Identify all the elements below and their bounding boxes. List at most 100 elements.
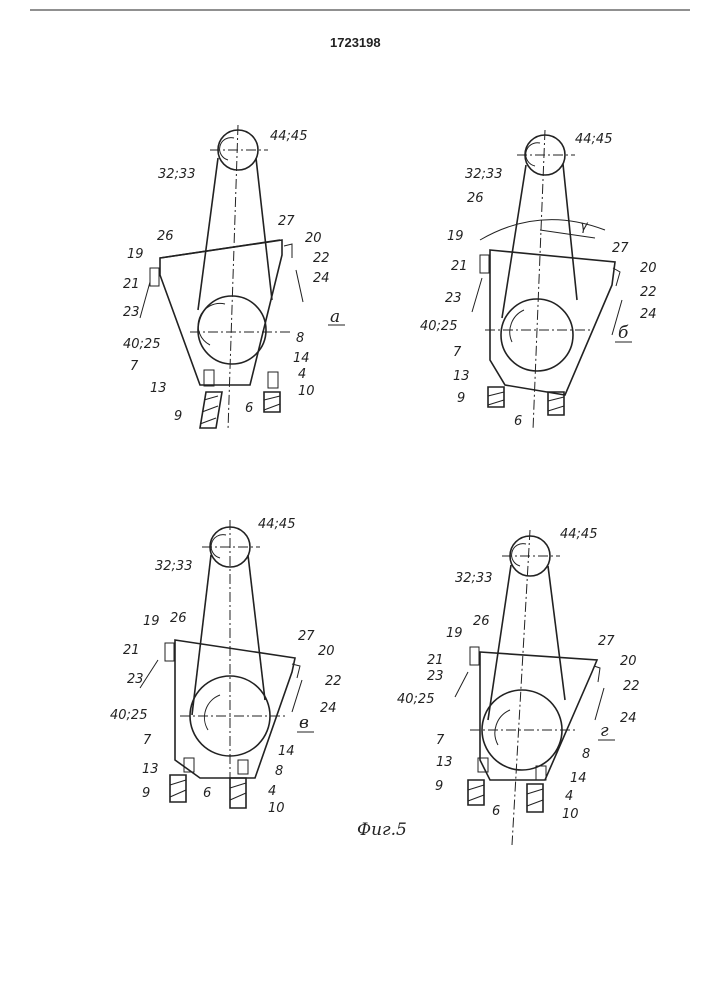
belt-right-b: [563, 164, 577, 300]
label-40-25-a: 40;25: [123, 337, 160, 352]
pin-14-v: [238, 760, 248, 774]
label-6-b: 6: [514, 414, 522, 429]
rotation-arrow-top-g: [512, 544, 526, 566]
label-19-g: 19: [446, 626, 463, 641]
label-40-25-v: 40;25: [110, 708, 147, 723]
label-6-g: 6: [492, 804, 500, 819]
axis-line-b: [533, 130, 545, 430]
label-9-g: 9: [435, 779, 443, 794]
hatch-9-b-2: [488, 400, 504, 405]
label-20-v: 20: [318, 644, 335, 659]
stop-20-a: [284, 244, 292, 258]
label-10-a: 10: [298, 384, 315, 399]
label-19-b: 19: [447, 229, 464, 244]
stop-19-b: [480, 255, 489, 273]
label-23-v: 23: [127, 672, 144, 687]
label-21-a: 21: [123, 277, 140, 292]
figure-caption: Фиг.5: [357, 820, 407, 840]
support-10-g: [527, 784, 543, 812]
label-6-a: 6: [245, 401, 253, 416]
label-24-b: 24: [640, 307, 657, 322]
label-23-a: 23: [123, 305, 140, 320]
label-gamma-b: γ: [580, 219, 589, 234]
panel-a: 44;45 32;33 26 27 19 20 21 22 23 24 40;2…: [123, 125, 345, 430]
label-40-25-g: 40;25: [397, 692, 434, 707]
panel-v: 44;45 32;33 26 27 19 20 21 22 23 24 40;2…: [110, 517, 342, 816]
label-13-a: 13: [150, 381, 167, 396]
label-20-b: 20: [640, 261, 657, 276]
hatch-9-g-2: [468, 795, 484, 801]
hatch-9-a-3: [200, 418, 216, 424]
label-44-45-v: 44;45: [258, 517, 295, 532]
rotation-arrow-top-a: [220, 138, 234, 160]
belt-left-v: [192, 555, 211, 715]
hatch-10-g-2: [527, 800, 543, 806]
label-27-v: 27: [298, 629, 315, 644]
label-19-v: 19: [143, 614, 160, 629]
support-9-v: [170, 775, 186, 802]
panel-b: 44;45 32;33 26 27 19 20 21 22 23 24 40;2…: [420, 130, 657, 430]
label-19-a: 19: [127, 247, 144, 262]
label-22-b: 22: [640, 285, 657, 300]
label-8-v: 8: [275, 764, 283, 779]
support-9-g: [468, 780, 484, 805]
label-24-a: 24: [313, 271, 330, 286]
label-23-b: 23: [445, 291, 462, 306]
rotation-arrow-drum-v: [204, 695, 220, 730]
label-26-g: 26: [473, 614, 490, 629]
stop-19-a: [150, 268, 159, 286]
rotation-arrow-drum-g: [495, 710, 510, 745]
label-10-g: 10: [562, 807, 579, 822]
label-26-a: 26: [157, 229, 174, 244]
lever-24-g: [595, 688, 604, 720]
label-32-33-b: 32;33: [465, 167, 502, 182]
label-40-25-b: 40;25: [420, 319, 457, 334]
label-27-b: 27: [612, 241, 629, 256]
rotation-arrow-top-v: [211, 535, 226, 558]
label-20-g: 20: [620, 654, 637, 669]
label-14-g: 14: [570, 771, 587, 786]
stop-20-g: [594, 666, 600, 682]
label-24-v: 24: [320, 701, 337, 716]
belt-left-b: [502, 165, 526, 318]
label-32-33-v: 32;33: [155, 559, 192, 574]
support-10-v: [230, 778, 246, 808]
label-24-g: 24: [620, 711, 637, 726]
label-21-v: 21: [123, 643, 140, 658]
hatch-9-v-2: [170, 790, 186, 797]
label-13-v: 13: [142, 762, 159, 777]
label-21-b: 21: [451, 259, 468, 274]
label-7-a: 7: [130, 359, 139, 374]
lever-24-v: [292, 680, 302, 712]
hatch-10-a-2: [264, 404, 280, 410]
label-10-v: 10: [268, 801, 285, 816]
patent-number: 1723198: [330, 35, 381, 50]
belt-right-a: [256, 158, 272, 300]
sublabel-b: б: [618, 323, 629, 343]
lever-23-g: [455, 672, 468, 697]
label-13-g: 13: [436, 755, 453, 770]
label-8-g: 8: [582, 747, 590, 762]
label-26-b: 26: [467, 191, 484, 206]
label-8-a: 8: [296, 331, 304, 346]
support-10-b: [548, 392, 564, 415]
panel-g: 44;45 32;33 26 27 19 20 21 22 23 24 40;2…: [397, 527, 640, 845]
sublabel-v: в: [299, 713, 309, 733]
hatch-9-a-1: [204, 396, 218, 400]
label-32-33-a: 32;33: [158, 167, 195, 182]
label-32-33-g: 32;33: [455, 571, 492, 586]
label-44-45-a: 44;45: [270, 129, 307, 144]
stop-19-g: [470, 647, 479, 665]
hatch-10-b-2: [548, 406, 564, 411]
label-22-g: 22: [623, 679, 640, 694]
sublabel-a: а: [330, 307, 340, 327]
hatch-10-v-2: [230, 793, 246, 800]
pin-14-g: [536, 766, 546, 780]
label-14-v: 14: [278, 744, 295, 759]
sublabel-g: г: [600, 721, 609, 741]
label-4-a: 4: [298, 367, 306, 382]
label-27-g: 27: [598, 634, 615, 649]
stop-19-v: [165, 643, 174, 661]
label-4-g: 4: [565, 789, 573, 804]
